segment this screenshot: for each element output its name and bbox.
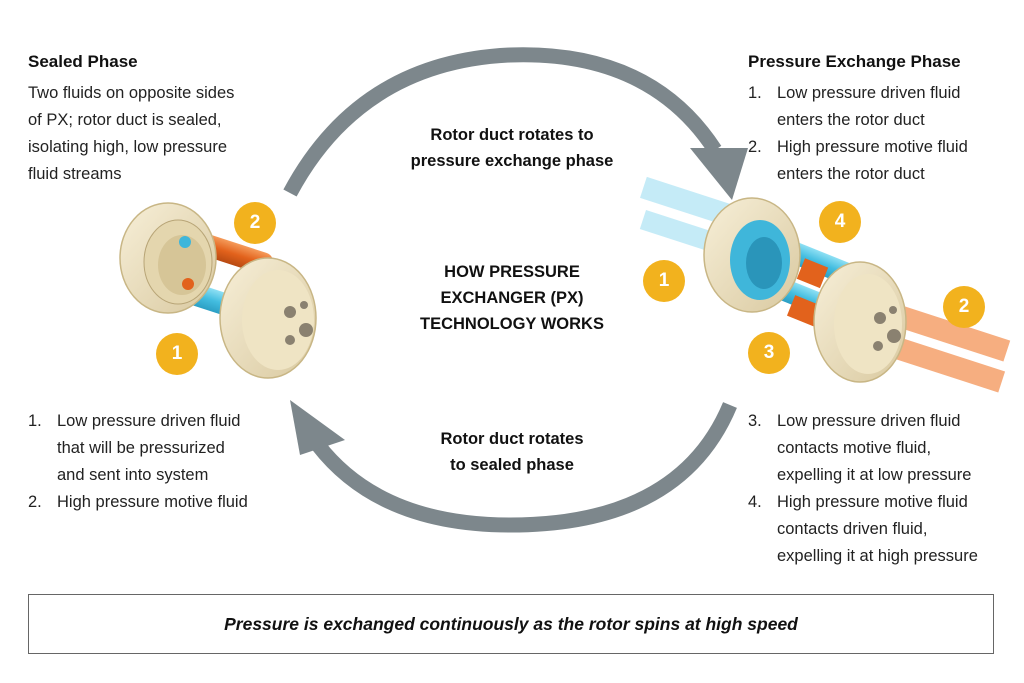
list-item: 3. Low pressure driven fluid contacts mo… [748,408,1018,489]
pressure-exchange-bottom-list: 3. Low pressure driven fluid contacts mo… [748,408,1018,570]
top-arrow-label: Rotor duct rotates to pressure exchange … [392,122,632,174]
list-line: enters the rotor duct [777,111,925,129]
list-line: High pressure motive fluid [777,493,968,511]
label-line: pressure exchange phase [410,152,614,170]
list-item: 4. High pressure motive fluid contacts d… [748,489,1018,570]
list-number: 2. [748,138,762,156]
left-badge-1: 1 [156,333,198,375]
list-item: 2. High pressure motive fluid enters the… [748,134,1018,188]
footer-text: Pressure is exchanged continuously as th… [224,613,798,634]
list-line: that will be pressurized [57,439,225,457]
list-item: 2. High pressure motive fluid [28,489,298,516]
right-badge-3: 3 [748,332,790,374]
list-line: Low pressure driven fluid [777,412,961,430]
list-number: 2. [28,493,42,511]
right-badge-1: 1 [643,260,685,302]
list-line: High pressure motive fluid [57,493,248,511]
description-line: fluid streams [28,165,122,183]
description-line: isolating high, low pressure [28,138,228,156]
sealed-phase-list: 1. Low pressure driven fluid that will b… [28,408,298,516]
list-line: and sent into system [57,466,209,484]
label-line: to sealed phase [450,456,574,474]
bottom-arrowhead [290,400,345,455]
right-badge-2: 2 [943,286,985,328]
left-rotor-illustration [119,202,317,379]
list-line: enters the rotor duct [777,165,925,183]
sealed-phase-description: Two fluids on opposite sides of PX; roto… [28,80,288,188]
left-badge-2: 2 [234,202,276,244]
top-arrowhead [690,148,748,200]
bottom-rotation-arrow [312,402,737,533]
bottom-arrow-label: Rotor duct rotates to sealed phase [392,426,632,478]
list-line: High pressure motive fluid [777,138,968,156]
list-number: 1. [748,84,762,102]
right-badge-4: 4 [819,201,861,243]
list-line: Low pressure driven fluid [777,84,961,102]
label-line: Rotor duct rotates [440,430,584,448]
description-line: of PX; rotor duct is sealed, [28,111,222,129]
title-line: EXCHANGER (PX) [440,289,584,307]
list-line: expelling it at low pressure [777,466,972,484]
list-number: 1. [28,412,42,430]
footer-callout: Pressure is exchanged continuously as th… [28,594,994,654]
top-rotation-arrow [283,47,722,197]
right-rotor-illustration [639,176,1011,393]
title-line: TECHNOLOGY WORKS [420,315,604,333]
list-number: 4. [748,493,762,511]
title-line: HOW PRESSURE [444,263,580,281]
description-line: Two fluids on opposite sides [28,84,235,102]
list-number: 3. [748,412,762,430]
list-item: 1. Low pressure driven fluid that will b… [28,408,298,489]
list-line: contacts driven fluid, [777,520,928,538]
pressure-exchange-top-list: 1. Low pressure driven fluid enters the … [748,80,1018,188]
list-line: Low pressure driven fluid [57,412,241,430]
sealed-phase-heading: Sealed Phase [28,52,138,71]
list-item: 1. Low pressure driven fluid enters the … [748,80,1018,134]
diagram-title: HOW PRESSURE EXCHANGER (PX) TECHNOLOGY W… [392,259,632,337]
list-line: expelling it at high pressure [777,547,978,565]
label-line: Rotor duct rotates to [430,126,594,144]
pressure-exchange-phase-heading: Pressure Exchange Phase [748,52,961,71]
list-line: contacts motive fluid, [777,439,932,457]
